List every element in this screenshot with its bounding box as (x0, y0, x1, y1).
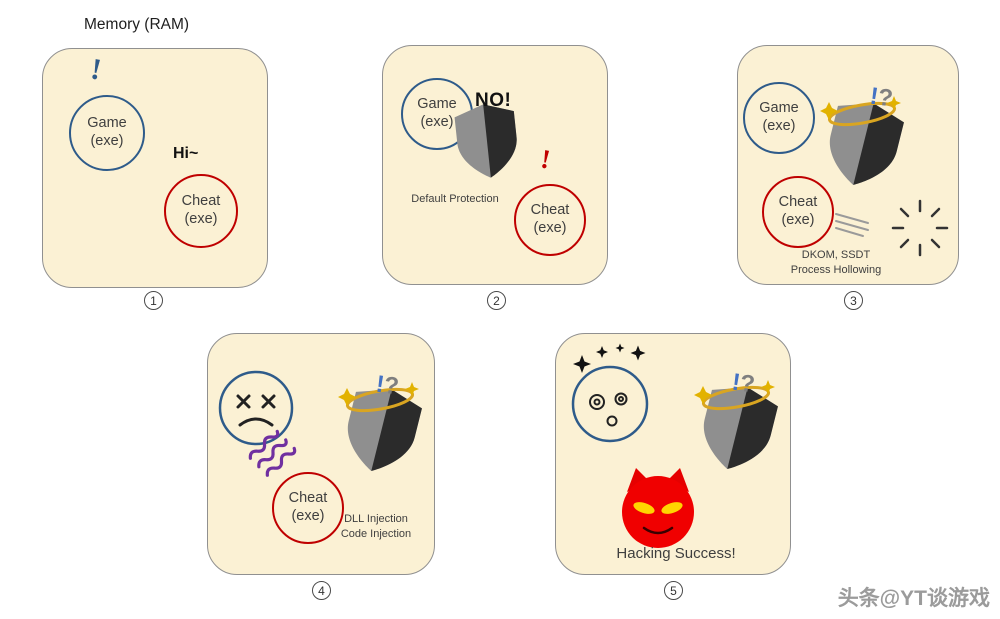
panel-2: Game (exe) NO! ! Cheat (exe) Default Pro… (382, 45, 608, 285)
panel-caption: Hacking Success! (616, 545, 736, 562)
panel-number-1: 1 (144, 291, 163, 310)
stun-marks: !? (730, 368, 757, 399)
panel-caption: Default Protection (411, 193, 499, 205)
exclamation-mark: ! (538, 143, 553, 175)
dizzy-face-icon (571, 365, 649, 443)
cheat-node: Cheat (exe) (762, 176, 834, 248)
watermark: 头条@YT谈游戏 (837, 587, 990, 610)
panel-4: !? Cheat (exe) DLL Injection Code Inject… (207, 333, 435, 575)
panel-number-5: 5 (664, 581, 683, 600)
speed-lines-icon (835, 213, 869, 237)
stunned-shield-icon (694, 380, 778, 469)
game-node: Game (exe) (69, 95, 145, 171)
panel-5: !? Hacking Success! (555, 333, 791, 575)
cheat-node: Cheat (exe) (164, 174, 238, 248)
memory-ram-title: Memory (RAM) (84, 16, 190, 33)
stun-marks: !? (868, 82, 895, 113)
attack-waves-icon (248, 429, 297, 477)
stunned-shield-icon (338, 382, 422, 471)
panel-number-2: 2 (487, 291, 506, 310)
impact-burst-icon (891, 199, 949, 257)
cheat-node: Cheat (exe) (514, 184, 586, 256)
shield-icon (454, 104, 517, 178)
panel-caption: DKOM, SSDT Process Hollowing (790, 249, 882, 276)
exclamation-mark: ! (88, 52, 104, 87)
devil-face-icon (622, 468, 694, 548)
panel-caption: DLL Injection Code Injection (340, 513, 412, 540)
dead-face-icon (218, 370, 294, 446)
panel-3: Game (exe) !? Cheat (exe) (737, 45, 959, 285)
greeting-text: Hi~ (173, 145, 199, 162)
stun-marks: !? (374, 370, 401, 401)
no-text: NO! (475, 90, 512, 111)
panel-1: ! Game (exe) Hi~ Cheat (exe) (42, 48, 268, 288)
stunned-shield-icon (820, 96, 904, 185)
cheat-node: Cheat (exe) (272, 472, 344, 544)
panel-number-3: 3 (844, 291, 863, 310)
sparkles-icon (573, 343, 646, 373)
game-node: Game (exe) (743, 82, 815, 154)
panel-number-4: 4 (312, 581, 331, 600)
